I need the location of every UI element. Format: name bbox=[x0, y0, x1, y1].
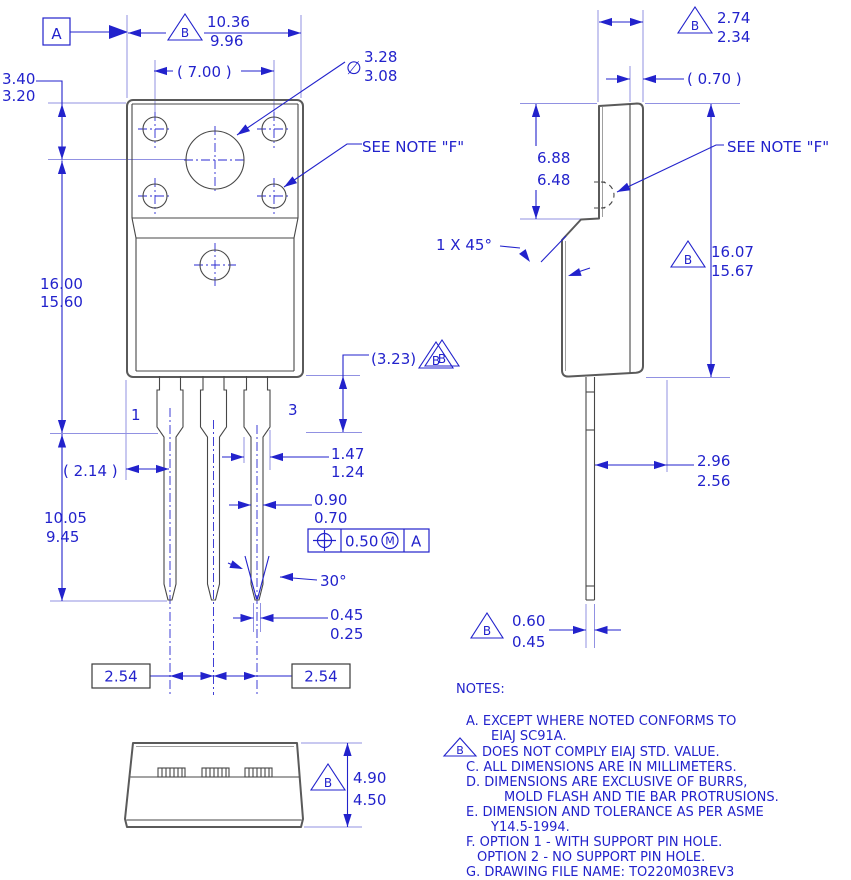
side-tab-h-max: 6.88 bbox=[537, 149, 570, 167]
front-hole-pitch-ref: ( 7.00 ) bbox=[177, 63, 232, 81]
b-flag-label: B bbox=[684, 253, 692, 267]
b-flag-floating bbox=[423, 338, 461, 367]
fcf-modifier: M bbox=[385, 535, 395, 548]
pin-1-number: 1 bbox=[131, 406, 141, 424]
side-view-part bbox=[561, 102, 644, 601]
front-tab-offset-max: 3.40 bbox=[2, 70, 35, 88]
b-flag-label: B bbox=[691, 19, 699, 33]
mmc-modifier-icon bbox=[381, 531, 399, 550]
feature-control-frame: 0.50 M A bbox=[307, 528, 430, 553]
side-thk-min: 2.34 bbox=[717, 28, 750, 46]
front-body-h-min: 15.60 bbox=[40, 293, 83, 311]
side-lead-t-min: 0.45 bbox=[512, 633, 545, 651]
front-width-min: 9.96 bbox=[210, 32, 243, 50]
b-flag-label: B bbox=[483, 624, 491, 638]
centerlines bbox=[138, 112, 291, 695]
side-depth-max: 2.96 bbox=[697, 452, 730, 470]
pitch-left-value: 2.54 bbox=[104, 668, 137, 686]
side-lead bbox=[585, 377, 596, 601]
front-tab-offset-min: 3.20 bbox=[2, 87, 35, 105]
b-flag-label: B bbox=[324, 776, 332, 790]
note-d1: D. DIMENSIONS ARE EXCLUSIVE OF BURRS, bbox=[466, 775, 747, 790]
front-lead-n-min: 0.70 bbox=[314, 509, 347, 527]
front-hole-dia-min: 3.08 bbox=[364, 67, 397, 85]
pin-3 bbox=[243, 376, 271, 601]
pin-3-number: 3 bbox=[288, 401, 298, 419]
bottom-h-min: 4.50 bbox=[353, 791, 386, 809]
side-total-h-max: 16.07 bbox=[711, 243, 754, 261]
side-chamfer: 1 X 45° bbox=[436, 236, 492, 254]
front-taper-angle: 30° bbox=[320, 572, 347, 590]
note-g: G. DRAWING FILE NAME: TO220M03REV3 bbox=[466, 865, 734, 880]
note-b-flag-label: B bbox=[456, 744, 464, 757]
front-body-h-max: 16.00 bbox=[40, 275, 83, 293]
side-depth-min: 2.56 bbox=[697, 472, 730, 490]
b-flag-label: B bbox=[438, 352, 446, 366]
front-lead-w-max: 1.47 bbox=[331, 445, 364, 463]
front-standoff-ref: (3.23) bbox=[371, 350, 416, 368]
note-b-flag bbox=[442, 737, 478, 757]
diameter-symbol: ∅ bbox=[346, 58, 362, 79]
b-flag-label: B bbox=[181, 26, 189, 40]
pitch-boxes: 2.54 2.54 bbox=[91, 663, 351, 689]
bottom-h-max: 4.90 bbox=[353, 769, 386, 787]
front-pin1-offset-ref: ( 2.14 ) bbox=[63, 462, 118, 480]
side-tab-h-min: 6.48 bbox=[537, 171, 570, 189]
notes-title: NOTES: bbox=[456, 682, 505, 697]
b-flag-label: B bbox=[432, 354, 440, 368]
notes-block: NOTES: A. EXCEPT WHERE NOTED CONFORMS TO… bbox=[442, 682, 779, 880]
pin-1 bbox=[156, 376, 184, 601]
note-b: DOES NOT COMPLY EIAJ STD. VALUE. bbox=[482, 745, 720, 760]
note-e2: Y14.5-1994. bbox=[490, 820, 570, 835]
extension-lines bbox=[48, 10, 740, 828]
bottom-view-part bbox=[124, 742, 304, 828]
note-a2: EIAJ SC91A. bbox=[491, 729, 567, 744]
datum-a-box bbox=[42, 17, 71, 46]
front-view-part bbox=[126, 99, 304, 601]
b-flags: B B B B B B bbox=[166, 5, 714, 791]
side-total-h-min: 15.67 bbox=[711, 262, 754, 280]
side-see-note: SEE NOTE "F" bbox=[727, 138, 829, 156]
front-lead-len-max: 10.05 bbox=[44, 509, 87, 527]
datum-a-label: A bbox=[51, 25, 62, 43]
front-tip-w-max: 0.45 bbox=[330, 606, 363, 624]
note-f2: OPTION 2 - NO SUPPORT PIN HOLE. bbox=[477, 850, 705, 865]
fcf-datum-ref: A bbox=[411, 533, 422, 551]
side-mold-ref: ( 0.70 ) bbox=[687, 70, 742, 88]
front-width-max: 10.36 bbox=[207, 13, 250, 31]
support-pin-hole-dashed bbox=[600, 181, 615, 209]
fcf-tolerance: 0.50 bbox=[345, 533, 378, 551]
front-see-note: SEE NOTE "F" bbox=[362, 138, 464, 156]
front-tip-w-min: 0.25 bbox=[330, 625, 363, 643]
side-lead-t-max: 0.60 bbox=[512, 612, 545, 630]
pin-2 bbox=[199, 376, 228, 601]
note-a1: A. EXCEPT WHERE NOTED CONFORMS TO bbox=[466, 714, 736, 729]
front-lead-len-min: 9.45 bbox=[46, 528, 79, 546]
front-lead-w-min: 1.24 bbox=[331, 463, 364, 481]
pin-sections-hatched bbox=[157, 767, 273, 778]
note-e1: E. DIMENSION AND TOLERANCE AS PER ASME bbox=[466, 805, 764, 820]
note-c: C. ALL DIMENSIONS ARE IN MILLIMETERS. bbox=[466, 760, 737, 775]
note-f1: F. OPTION 1 - WITH SUPPORT PIN HOLE. bbox=[466, 835, 722, 850]
front-lead-n-max: 0.90 bbox=[314, 491, 347, 509]
front-hole-dia-max: 3.28 bbox=[364, 48, 397, 66]
pitch-right-value: 2.54 bbox=[304, 668, 337, 686]
note-d2: MOLD FLASH AND TIE BAR PROTRUSIONS. bbox=[504, 790, 779, 805]
side-thk-max: 2.74 bbox=[717, 9, 750, 27]
